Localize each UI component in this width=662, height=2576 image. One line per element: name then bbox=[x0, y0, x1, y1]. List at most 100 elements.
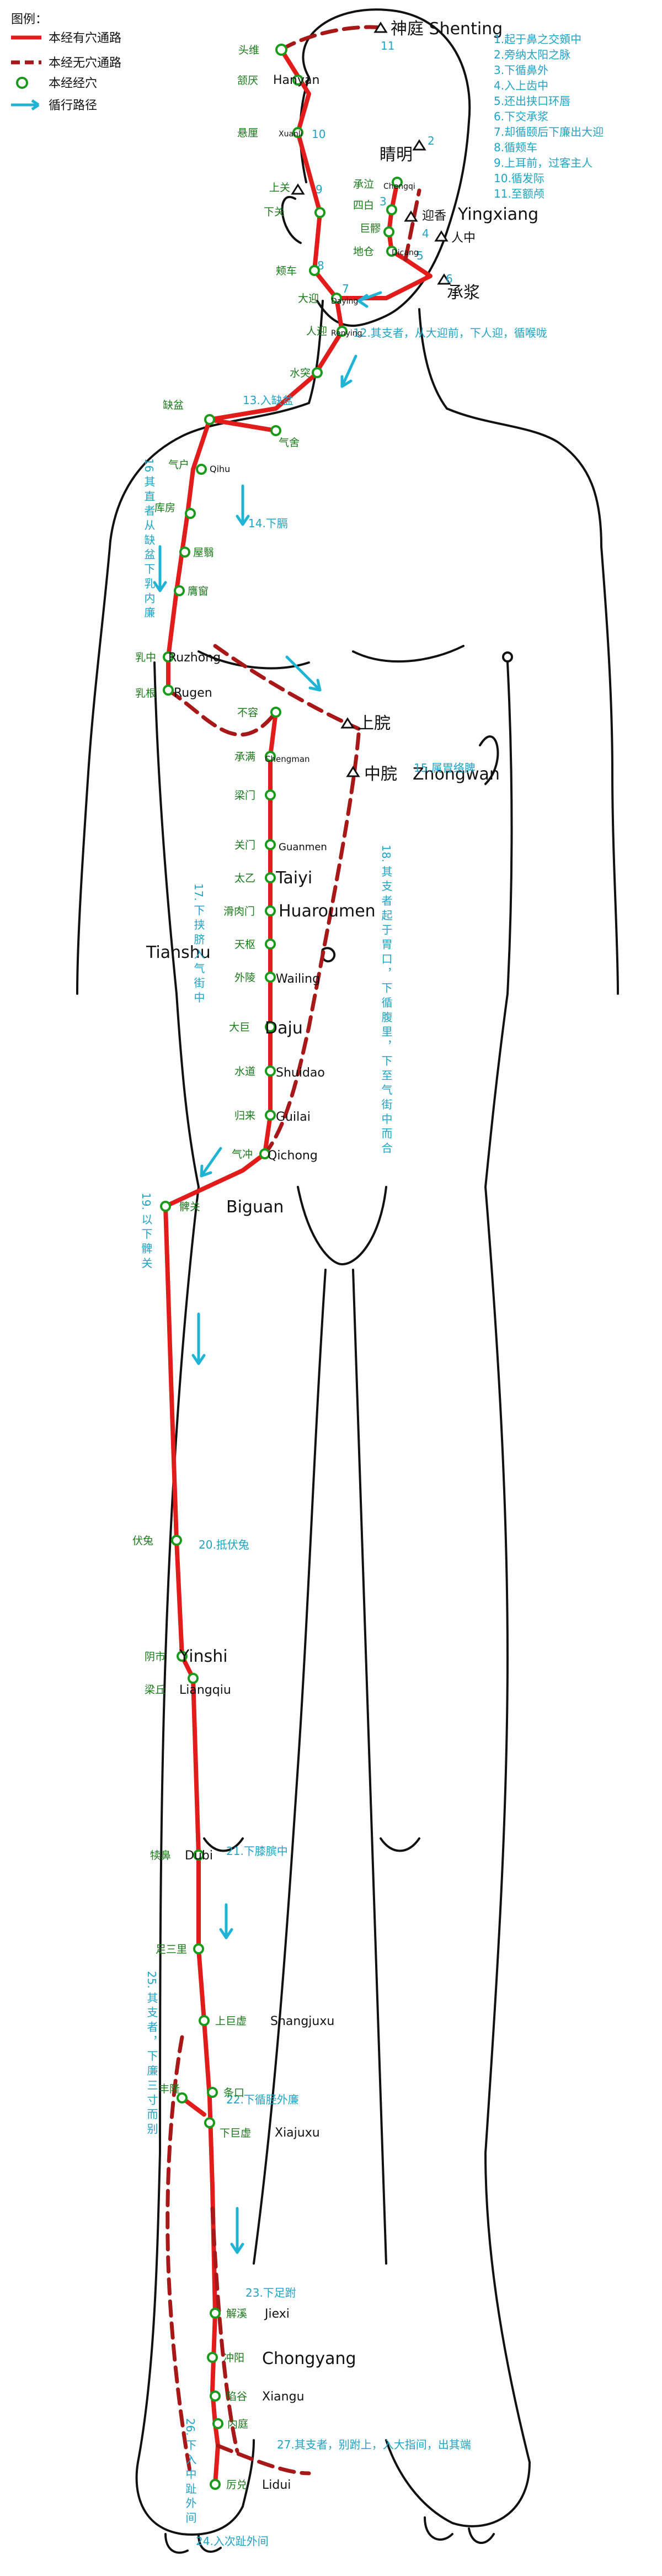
acupoint-pinyin: Xiangu bbox=[262, 2390, 305, 2404]
note-24: 24.入次趾外间 bbox=[196, 2535, 269, 2548]
zhongwan-pinyin: Zhongwan bbox=[413, 765, 500, 784]
step-number: 6 bbox=[446, 272, 453, 285]
acupoint-jiexi: 解溪 Jiexi bbox=[210, 2307, 290, 2321]
acupoint-label: 水道 bbox=[234, 1066, 255, 1078]
acupoint-hanyan: 颔厌 Hanyan bbox=[237, 73, 319, 87]
note-26: 26. 下 入 中 趾 外 间 bbox=[184, 2418, 197, 2523]
acupoint-label: 气户 bbox=[168, 459, 189, 471]
legend-label-dashed: 本经无穴通路 bbox=[49, 56, 121, 70]
acupoint-pinyin: Shangjuxu bbox=[270, 2015, 334, 2028]
acupoint-sibai: 四白 bbox=[353, 199, 397, 215]
acupoint-kufang: 库房 bbox=[154, 502, 196, 519]
zhongwan-label: 中脘 bbox=[364, 765, 397, 784]
note-16: 16 其 直 者 从 缺 盆 下 乳 内 廉 bbox=[142, 458, 156, 618]
legend-item-arrow: 循行路径 bbox=[11, 99, 97, 113]
acupoint-jiache: 颊车 bbox=[276, 265, 320, 277]
note-20: 20.抵伏兔 bbox=[199, 1538, 249, 1551]
acupoint-pinyin: Liangqiu bbox=[179, 1683, 231, 1697]
acupoint-label: 冲阳 bbox=[223, 2352, 244, 2364]
acupoint-huaroumen: 滑肉门 Huaroumen bbox=[223, 902, 376, 921]
acupoint-label: 颊车 bbox=[276, 265, 297, 277]
acupoint-shuidao: 水道 Shuidao bbox=[234, 1066, 325, 1080]
acupoint-pinyin: Rugen bbox=[174, 686, 212, 700]
acupoint-label: 承泣 bbox=[353, 178, 374, 190]
pathway-note: 11.至额颅 bbox=[494, 187, 544, 200]
acupoint-liangmen: 梁门 bbox=[234, 789, 276, 802]
acupoint-pinyin: Chengman bbox=[265, 754, 310, 764]
acupoint-xuanli: 悬厘 Xuanli bbox=[237, 127, 303, 139]
acupoint-futu: 伏兔 bbox=[132, 1535, 182, 1547]
yingxiang-triangle-icon bbox=[404, 210, 418, 222]
acupoint-xiangu: 陷谷 Xiangu bbox=[210, 2390, 305, 2404]
legend-title: 图例： bbox=[11, 13, 47, 26]
acupoint-label: 内庭 bbox=[227, 2418, 248, 2430]
acupoint-label: 厉兑 bbox=[226, 2479, 247, 2491]
shangguan-triangle-icon bbox=[291, 183, 305, 195]
acupoint-fenglong: 丰隆 bbox=[159, 2083, 188, 2103]
acupoint-neiting: 内庭 bbox=[212, 2418, 248, 2430]
yingxiang-label: 迎香 bbox=[422, 209, 446, 223]
pathway-note: 6.下交承浆 bbox=[494, 110, 548, 123]
acupoint-pinyin: Chongyang bbox=[262, 2349, 356, 2368]
note-13: 13.入缺盆 bbox=[243, 394, 293, 407]
shangguan-label: 上关 bbox=[269, 182, 290, 194]
acupoint-label: 犊鼻 bbox=[150, 1849, 171, 1862]
acupoint-label: 陷谷 bbox=[226, 2391, 247, 2403]
jingming-label: 睛明 bbox=[380, 145, 413, 165]
step-number: 4 bbox=[422, 227, 429, 240]
acupoint-qishe: 气舍 bbox=[270, 425, 300, 449]
acupoint-label: 承满 bbox=[234, 751, 255, 763]
acupoint-label: 髀关 bbox=[179, 1201, 200, 1213]
legend-item-solid-path: 本经有穴通路 bbox=[11, 31, 121, 45]
acupoint-label: 天枢 bbox=[234, 939, 255, 951]
acupoint-qichong: 气冲 Qichong bbox=[232, 1148, 318, 1163]
legend: 图例： 本经有穴通路 本经无穴通路 本经经穴 循行路径 bbox=[11, 13, 121, 113]
acupoint-pinyin: Guilai bbox=[276, 1110, 311, 1124]
acupoint-label: 下关 bbox=[264, 206, 285, 218]
landmark-labels: 神庭 Shenting 睛明 上关 迎香 Yingxiang 人中 承浆 上脘 … bbox=[146, 19, 538, 962]
yingxiang-pinyin: Yingxiang bbox=[457, 205, 538, 224]
legend-item-dashed-path: 本经无穴通路 bbox=[11, 56, 121, 70]
step-number: 3 bbox=[380, 195, 387, 208]
acupoint-chongyang: 冲阳 Chongyang bbox=[207, 2349, 356, 2368]
note-12: 12.其支者，从大迎前，下人迎，循喉咙 bbox=[353, 326, 547, 340]
acupoint-label: 乳中 bbox=[135, 651, 156, 664]
acupoint-label: 伏兔 bbox=[132, 1535, 153, 1547]
shenting-triangle-icon bbox=[373, 22, 388, 33]
acupoint-pinyin: Dicang bbox=[392, 248, 419, 257]
shangwan-triangle-icon bbox=[340, 717, 355, 729]
acupoint-label: 库房 bbox=[154, 502, 175, 514]
acupoint-label: 水突 bbox=[290, 367, 311, 379]
acupoint-guanmen: 关门 Guanmen bbox=[234, 839, 327, 853]
shangwan-label: 上脘 bbox=[357, 714, 391, 733]
acupoint-label: 人迎 bbox=[306, 325, 327, 337]
body-acupoints: 人迎 Renying 水突 缺盆 气舍 气户 Qihu 库房 屋翳 bbox=[132, 325, 376, 2492]
note-27: 27.其支者，别跗上，入大指间，出其端 bbox=[277, 2438, 471, 2451]
acupoint-label: 大迎 bbox=[298, 293, 319, 305]
pathway-note: 2.旁纳太阳之脉 bbox=[494, 48, 570, 61]
acupoint-yingchuang: 膺窗 bbox=[174, 585, 209, 597]
body-notes: 12.其支者，从大迎前，下人迎，循喉咙 13.入缺盆 14.下膈 15.属胃络脾… bbox=[140, 326, 547, 2548]
acupoint-pinyin: Wailing bbox=[276, 972, 320, 986]
acupoint-renying: 人迎 Renying bbox=[306, 325, 362, 338]
pathway-note: 1.起于鼻之交頞中 bbox=[494, 33, 581, 46]
note-21: 21.下膝膑中 bbox=[226, 1844, 288, 1858]
acupoint-label: 巨髎 bbox=[360, 222, 381, 235]
pathway-note: 3.下循鼻外 bbox=[494, 63, 548, 77]
acupoint-pinyin: Chengqi bbox=[383, 182, 415, 191]
acupoint-dicang: 地仓 Dicang bbox=[353, 246, 419, 258]
acupoint-label: 外陵 bbox=[234, 972, 255, 984]
acupoint-label: 太乙 bbox=[234, 872, 255, 884]
chengjiang-triangle-icon bbox=[437, 273, 451, 285]
acupoint-guilai: 归来 Guilai bbox=[234, 1110, 311, 1124]
step-number: 7 bbox=[342, 282, 349, 295]
acupoint-label: 屋翳 bbox=[193, 547, 214, 559]
acupoint-label: 缺盆 bbox=[163, 399, 184, 411]
acupoint-tianshu: 天枢 bbox=[234, 939, 276, 951]
acupoint-label: 头维 bbox=[238, 44, 259, 56]
acupoint-pinyin: Qichong bbox=[268, 1149, 318, 1163]
acupoint-dubi: 犊鼻 Dubi bbox=[150, 1849, 213, 1863]
acupoint-yinshi: 阴市 Yinshi bbox=[145, 1647, 228, 1666]
acupoint-label: 关门 bbox=[234, 839, 255, 851]
